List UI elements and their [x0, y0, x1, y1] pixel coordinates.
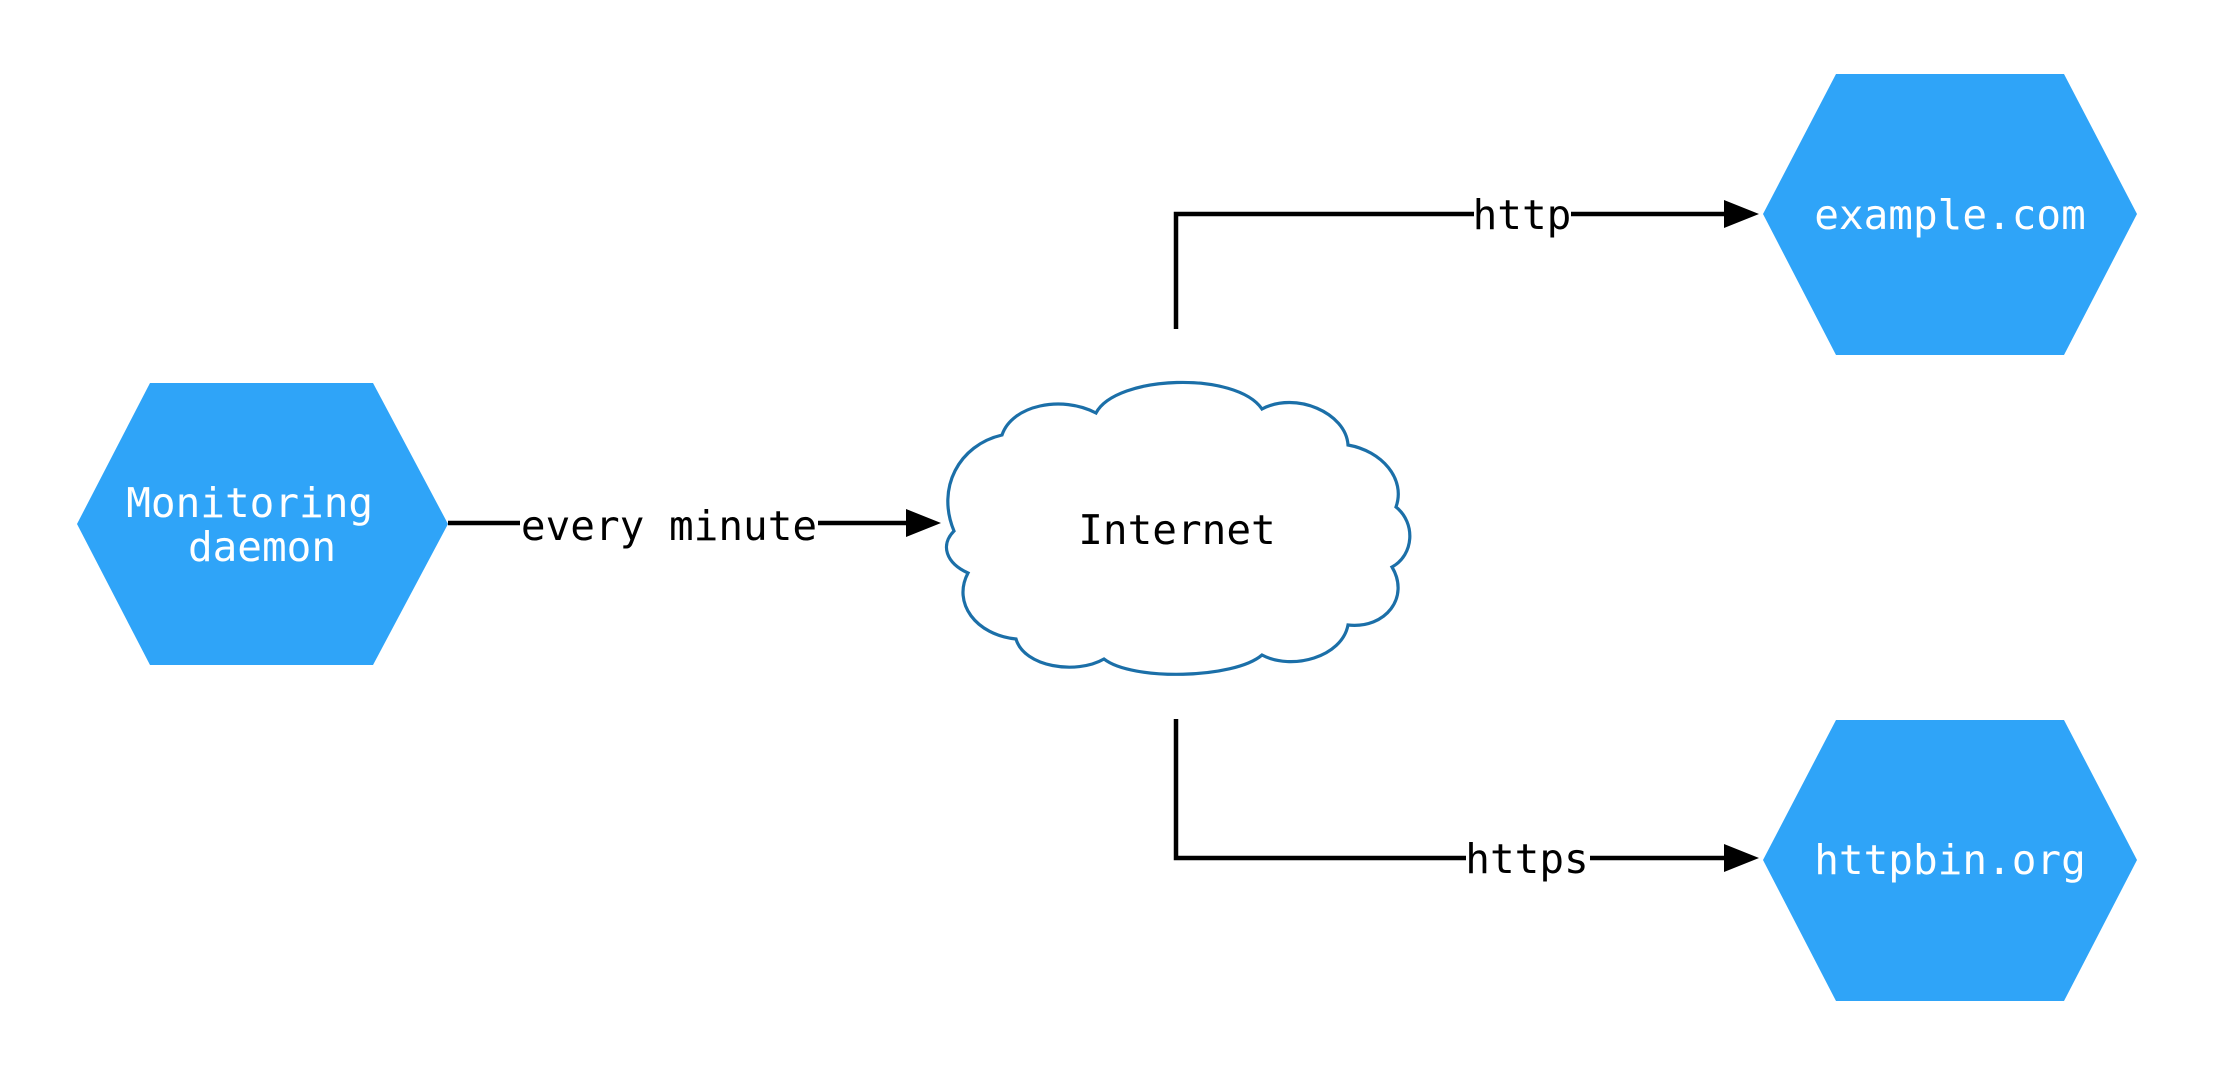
node-label-example-com: example.com: [1814, 191, 2086, 239]
cloud-shape: [944, 380, 1412, 676]
node-label-monitoring-daemon: Monitoring daemon: [126, 479, 398, 571]
edge-label-https: https: [1465, 835, 1588, 883]
edge-http: http: [1173, 191, 1759, 329]
node-label-line: daemon: [188, 523, 336, 571]
arrowhead-right-icon: [1724, 200, 1759, 228]
arrowhead-right-icon: [906, 509, 941, 537]
edge-line: [1173, 211, 1474, 329]
edge-line: [1173, 719, 1466, 861]
edge-every-minute: every minute: [448, 502, 941, 550]
node-monitoring-daemon: Monitoring daemon: [77, 383, 448, 665]
hexagon-shape: [1763, 720, 2137, 1001]
edge-label-http: http: [1473, 191, 1572, 239]
node-internet-cloud: Internet: [944, 380, 1412, 676]
hexagon-shape: [77, 383, 448, 665]
edge-https: https: [1173, 719, 1759, 883]
node-label-internet: Internet: [1078, 506, 1275, 554]
edge-label-every-minute: every minute: [521, 502, 817, 550]
node-example-com: example.com: [1763, 74, 2137, 355]
node-label-httpbin-org: httpbin.org: [1814, 836, 2086, 884]
arrowhead-right-icon: [1724, 844, 1759, 872]
hexagon-shape: [1763, 74, 2137, 355]
node-httpbin-org: httpbin.org: [1763, 720, 2137, 1001]
node-label-line: Monitoring: [126, 479, 373, 527]
